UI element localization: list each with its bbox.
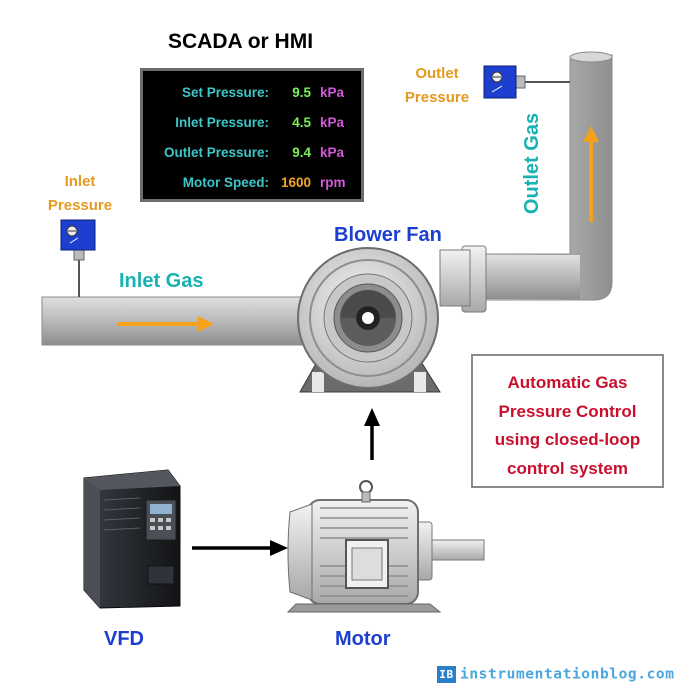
description-line: Pressure Control xyxy=(498,401,637,421)
hmi-row-outlet-pressure: Outlet Pressure: 9.4 kPa xyxy=(143,145,367,165)
motor-to-fan-arrow xyxy=(364,408,380,460)
label-line: Inlet xyxy=(64,173,96,190)
hmi-label: Motor Speed: xyxy=(182,175,269,190)
hmi-row-set-pressure: Set Pressure: 9.5 kPa xyxy=(143,85,367,105)
hmi-unit: kPa xyxy=(320,145,345,160)
hmi-label: Set Pressure: xyxy=(181,85,269,100)
hmi-value: 9.5 xyxy=(292,85,311,100)
outlet-pressure-transmitter xyxy=(483,65,570,99)
description-box: Automatic Gas Pressure Control using clo… xyxy=(471,354,664,488)
label-line: Pressure xyxy=(47,197,113,214)
vfd xyxy=(83,469,181,609)
hmi-unit: kPa xyxy=(320,115,345,130)
hmi-row-motor-speed: Motor Speed: 1600 rpm xyxy=(143,175,367,195)
inlet-pressure-transmitter xyxy=(60,219,96,297)
motor-label: Motor xyxy=(335,628,391,650)
description-line: Automatic Gas xyxy=(507,373,628,392)
inlet-gas-label: Inlet Gas xyxy=(119,270,204,292)
hmi-panel: Set Pressure: 9.5 kPa Inlet Pressure: 4.… xyxy=(140,68,364,202)
blower-fan-label: Blower Fan xyxy=(334,224,442,246)
brand-logo-icon: IB xyxy=(437,666,456,683)
outlet-gas-label: Outlet Gas xyxy=(521,112,544,215)
outlet-pipe xyxy=(469,54,613,301)
motor xyxy=(286,480,485,613)
description-line: control system xyxy=(507,458,628,478)
hmi-unit: kPa xyxy=(320,85,345,100)
hmi-row-inlet-pressure: Inlet Pressure: 4.5 kPa xyxy=(143,115,367,135)
label-line: Outlet xyxy=(415,65,459,82)
hmi-value: 9.4 xyxy=(292,145,311,160)
vfd-label: VFD xyxy=(104,628,144,650)
outlet-flow-arrow xyxy=(583,126,599,222)
label-line: Pressure xyxy=(404,89,470,106)
vfd-to-motor-arrow xyxy=(192,540,288,556)
blower-fan xyxy=(297,247,471,393)
brand-text: instrumentationblog.com xyxy=(460,666,675,683)
hmi-value: 1600 xyxy=(280,175,311,190)
scada-title: SCADA or HMI xyxy=(168,30,314,53)
hmi-value: 4.5 xyxy=(292,115,311,130)
description-line: using closed-loop xyxy=(494,430,641,449)
hmi-label: Inlet Pressure: xyxy=(175,115,269,130)
hmi-unit: rpm xyxy=(320,175,346,190)
hmi-label: Outlet Pressure: xyxy=(163,145,269,160)
inlet-pipe xyxy=(41,296,313,346)
inlet-flow-arrow xyxy=(118,316,214,332)
outlet-pressure-label: Outlet Pressure xyxy=(394,62,480,110)
inlet-pressure-label: Inlet Pressure xyxy=(38,170,122,218)
